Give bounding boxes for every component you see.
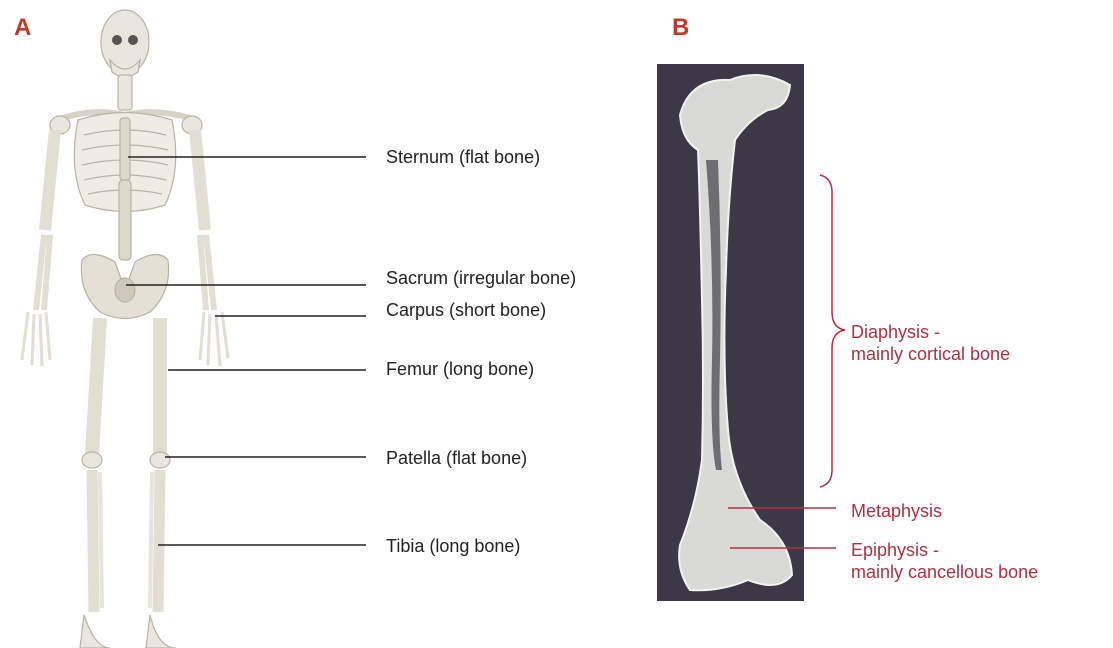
diaphysis-brace	[820, 175, 845, 487]
label-epiphysis: Epiphysis - mainly cancellous bone	[851, 539, 1038, 583]
label-metaphysis: Metaphysis	[851, 500, 942, 522]
label-diaphysis: Diaphysis - mainly cortical bone	[851, 321, 1010, 365]
label-sacrum: Sacrum (irregular bone)	[386, 268, 576, 289]
label-femur: Femur (long bone)	[386, 359, 534, 380]
label-diaphysis-line1: Diaphysis -	[851, 321, 1010, 343]
label-sternum: Sternum (flat bone)	[386, 147, 540, 168]
label-epiphysis-line2: mainly cancellous bone	[851, 561, 1038, 583]
label-epiphysis-line1: Epiphysis -	[851, 539, 1038, 561]
femur-xray	[657, 64, 804, 601]
skeleton-illustration	[22, 10, 228, 648]
label-patella: Patella (flat bone)	[386, 448, 527, 469]
label-diaphysis-line2: mainly cortical bone	[851, 343, 1010, 365]
label-tibia: Tibia (long bone)	[386, 536, 520, 557]
label-carpus: Carpus (short bone)	[386, 300, 546, 321]
